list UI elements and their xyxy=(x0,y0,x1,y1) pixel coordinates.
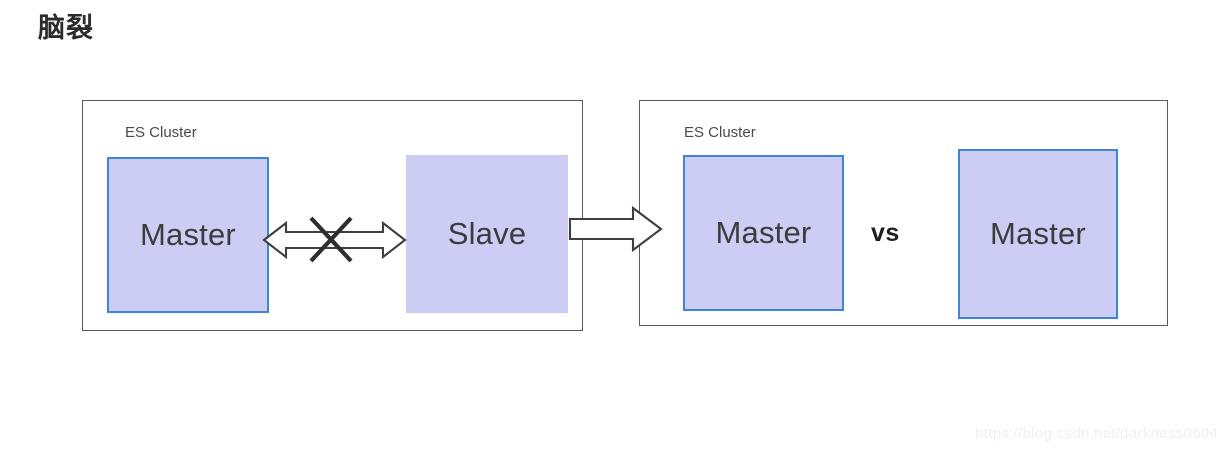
node-slave-label: Slave xyxy=(447,216,527,251)
node-master-right-label: Master xyxy=(990,216,1086,251)
node-master-mid-label: Master xyxy=(715,215,812,250)
node-master-left: Master xyxy=(107,157,269,313)
page-title: 脑裂 xyxy=(38,13,94,43)
node-master-left-label: Master xyxy=(140,217,236,252)
node-slave: Slave xyxy=(406,155,568,313)
node-master-mid: Master xyxy=(683,155,844,311)
source-watermark: https://blog.csdn.net/darkness0604 xyxy=(975,425,1218,442)
cluster-label-left: ES Cluster xyxy=(125,124,197,141)
cluster-label-right: ES Cluster xyxy=(684,124,756,141)
vs-separator-label: vs xyxy=(871,219,900,247)
node-master-right: Master xyxy=(958,149,1118,319)
